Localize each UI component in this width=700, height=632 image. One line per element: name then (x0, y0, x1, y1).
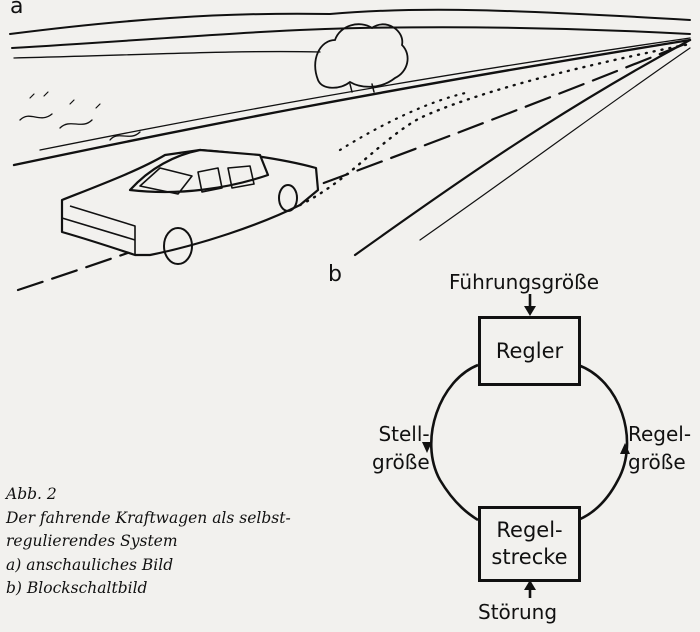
stellgroesse-label: Stell- größe (372, 420, 430, 476)
caption-line-1: Der fahrende Kraftwagen als selbst- (6, 507, 291, 531)
regelstrecke-label-line2: strecke (491, 544, 567, 571)
caption-figure-number: Abb. 2 (6, 483, 291, 507)
road-left-edge (14, 40, 690, 165)
regelgroesse-label: Regel- größe (628, 420, 691, 476)
caption-item-a: a) anschauliches Bild (6, 554, 291, 578)
caption-item-b: b) Blockschaltbild (6, 577, 291, 601)
stoerung-label: Störung (478, 598, 557, 626)
fuehrungsgroesse-label: Führungsgröße (449, 268, 599, 296)
left-loop-arc (431, 365, 478, 520)
panel-label-a: a (10, 0, 23, 19)
car (62, 150, 318, 264)
regelgroesse-label-line1: Regel- (628, 420, 691, 448)
panel-label-b: b (328, 262, 342, 287)
stellgroesse-label-line2: größe (372, 448, 430, 476)
caption-line-2: regulierendes System (6, 530, 291, 554)
regler-block: Regler (478, 316, 581, 386)
figure-caption: Abb. 2 Der fahrende Kraftwagen als selbs… (6, 483, 291, 601)
input-arrowhead (524, 306, 536, 316)
regler-label: Regler (496, 338, 563, 365)
regelstrecke-block: Regel- strecke (478, 506, 581, 582)
right-loop-arc (578, 365, 627, 520)
tree (315, 24, 407, 88)
regelstrecke-label-line1: Regel- (491, 517, 567, 544)
road-center-line (18, 42, 690, 290)
road-right-edge (355, 40, 690, 255)
regelgroesse-label-line2: größe (628, 448, 691, 476)
stellgroesse-label-line1: Stell- (372, 420, 430, 448)
